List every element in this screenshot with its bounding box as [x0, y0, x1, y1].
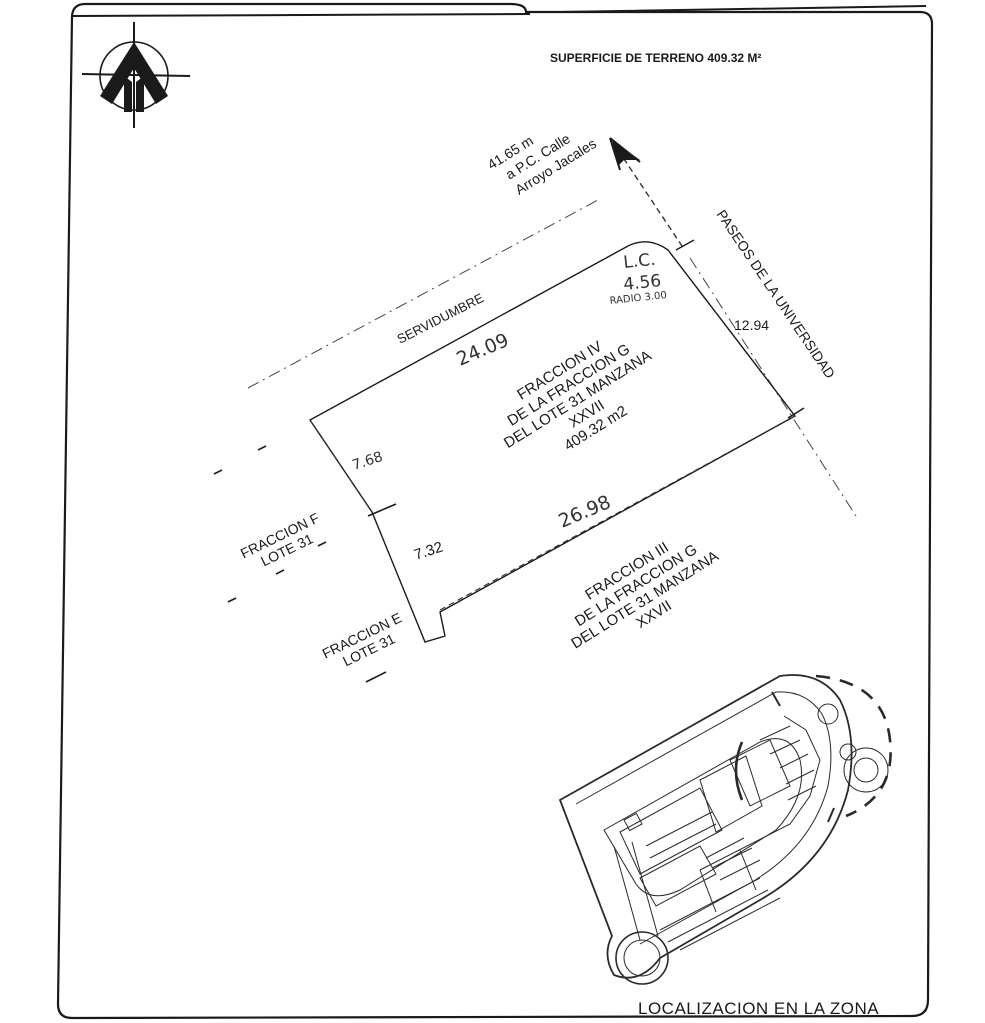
reference-note: 41.65 m a P.C. Calle Arroyo Jacales: [484, 130, 599, 198]
reference-arrow: [609, 137, 683, 247]
terrain-area-title: SUPERFICIE DE TERRENO 409.32 M²: [550, 51, 761, 65]
dimension-top: 24.09: [453, 329, 512, 371]
neighbor-ticks: [213, 445, 387, 683]
dimension-left-lower: 7.32: [412, 539, 445, 564]
fraccion-e-label: FRACCION E LOTE 31: [319, 609, 404, 669]
top-strip: [71, 5, 927, 17]
lot-label: FRACCION IV DE LA FRACCION G DEL LOTE 31…: [501, 338, 654, 454]
curve-radius: RADIO 3.00: [609, 290, 667, 307]
location-map: [558, 674, 892, 985]
fraccion-f-label: FRACCION F LOTE 31: [238, 510, 322, 570]
curve-label: L.C.: [622, 250, 656, 273]
curve-length: 4.56: [622, 271, 662, 295]
fraccion-iii-label: FRACCION III DE LA FRACCION G DEL LOTE 3…: [568, 539, 721, 653]
paseos-label: PASEOS DE LA UNIVERSIDAD: [714, 207, 839, 382]
corner-tick-top: [675, 239, 695, 251]
dimension-right: 12.94: [734, 317, 769, 333]
lot-fraccion-iv: [308, 241, 797, 643]
dimension-bottom: 26.98: [555, 491, 614, 533]
corner-tick: [787, 407, 805, 419]
servidumbre-line: [247, 199, 599, 389]
dimension-left-upper: 7.68: [350, 449, 385, 474]
lot-edge-dashes: [309, 415, 796, 611]
lot-divider-f-e: [367, 503, 397, 517]
servidumbre-label: SERVIDUMBRE: [395, 290, 487, 347]
location-caption: LOCALIZACION EN LA ZONA: [638, 999, 879, 1018]
north-arrow-icon: [81, 22, 191, 128]
